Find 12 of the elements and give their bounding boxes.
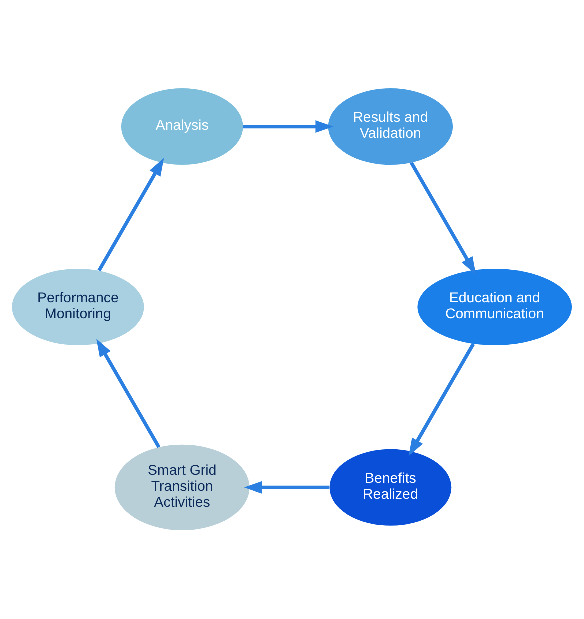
node-ellipse: Education and Communication [418,269,572,346]
arrow [244,481,330,494]
arrow [98,158,164,272]
arrow [408,343,476,456]
node-ellipse: Analysis [121,88,244,166]
arrow [410,162,476,275]
arrow [243,120,334,134]
node-ellipse: Results and Validation [328,88,454,166]
node-ellipse: Benefits Realized [330,449,452,526]
arrow [96,339,161,448]
node-ellipse: Performance Monitoring [12,269,144,346]
node-ellipse: Smart Grid Transition Activities [114,444,250,531]
